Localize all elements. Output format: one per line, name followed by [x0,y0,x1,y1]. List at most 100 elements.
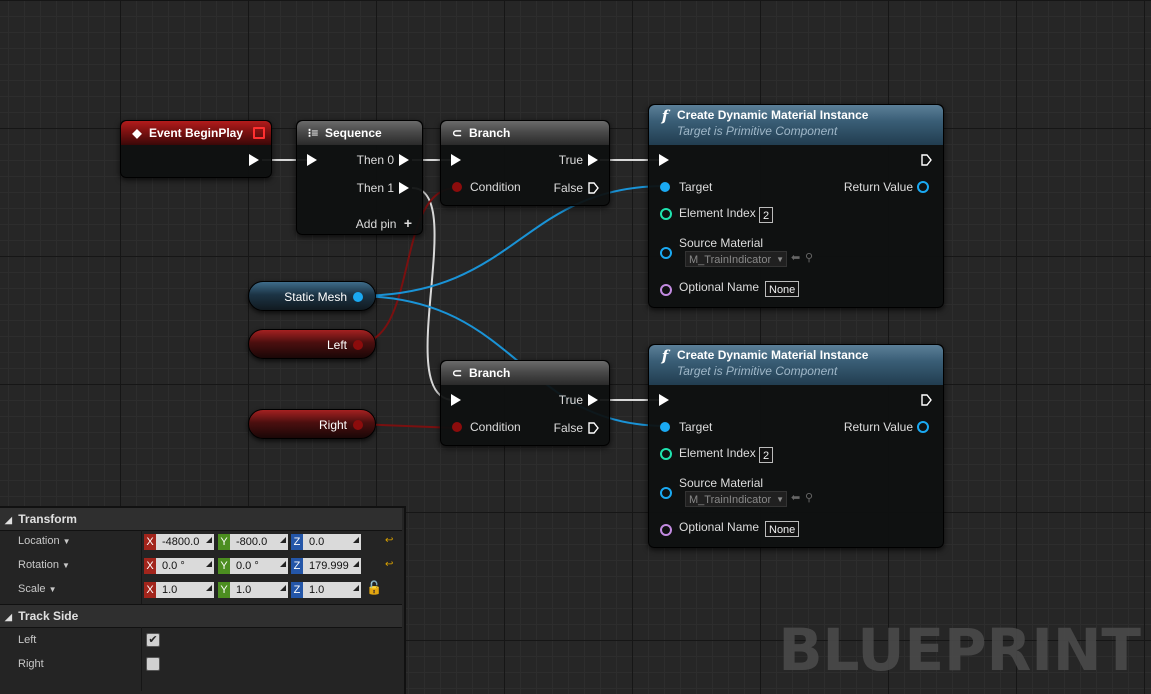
rotation-label[interactable]: Rotation ▼ [18,559,70,571]
branch2-false-pin[interactable] [588,422,599,434]
location-z-axis: Z [291,534,303,550]
right-property-label: Right [18,658,44,670]
cdmi2-element-index-pin[interactable] [660,448,672,460]
event-beginplay-node[interactable]: ◆ Event BeginPlay [120,120,272,178]
rotation-z-field[interactable]: 179.999 [303,558,361,574]
rotation-y-value: 0.0 ° [236,560,259,572]
column-divider [141,627,142,691]
cdmi2-target-pin[interactable] [660,422,670,432]
rotation-y-field[interactable]: 0.0 ° [230,558,288,574]
rotation-x-field[interactable]: 0.0 ° [156,558,214,574]
left-property-label: Left [18,634,37,646]
sequence-then0-pin[interactable] [399,154,409,166]
static-mesh-out-pin[interactable] [353,292,363,302]
sequence-exec-in-pin[interactable] [307,154,317,166]
delegate-pin-icon[interactable] [253,127,265,139]
browse-search-icon[interactable]: ⚲ [805,252,814,264]
cdmi1-source-material-dropdown[interactable]: M_TrainIndicator ▼ [685,251,787,267]
location-x-field[interactable]: -4800.0 [156,534,214,550]
cdmi2-source-material-pin[interactable] [660,487,672,499]
cdmi1-return-pin[interactable] [917,181,929,193]
drag-corner-icon [353,585,359,591]
location-label-text: Location [18,535,60,547]
rotation-reset-icon[interactable]: ↩ [385,559,394,570]
drag-corner-icon [280,537,286,543]
rotation-z-value: 179.999 [309,560,349,572]
branch1-condition-label: Condition [470,180,521,194]
branch2-condition-pin[interactable] [452,422,462,432]
sequence-then1-label: Then 1 [356,181,394,195]
branch-node-1[interactable]: ⊂ Branch True Condition False [440,120,610,206]
sequence-title: Sequence [325,126,382,140]
scale-y-field[interactable]: 1.0 [230,582,288,598]
branch1-exec-in-pin[interactable] [451,154,461,166]
cdmi2-exec-in-pin[interactable] [659,394,669,406]
collapse-triangle-icon: ◢ [5,515,12,525]
right-variable-node[interactable]: Right [248,409,376,439]
scale-z-field[interactable]: 1.0 [303,582,361,598]
right-out-pin[interactable] [353,420,363,430]
cdmi1-element-index-field[interactable]: 2 [759,207,774,223]
left-checkbox[interactable]: ✔ [146,633,160,647]
location-reset-icon[interactable]: ↩ [385,535,394,546]
left-variable-node[interactable]: Left [248,329,376,359]
use-selected-arrow-icon[interactable]: ⬅ [791,492,801,504]
branch1-true-label: True [558,153,583,167]
drag-corner-icon [280,585,286,591]
sequence-then0-label: Then 0 [356,153,394,167]
static-mesh-variable-node[interactable]: Static Mesh [248,281,376,311]
location-z-field[interactable]: 0.0 [303,534,361,550]
cdmi1-element-index-pin[interactable] [660,208,672,220]
scale-x-field[interactable]: 1.0 [156,582,214,598]
track-side-category-header[interactable]: ◢ Track Side [0,604,402,628]
branch2-exec-in-pin[interactable] [451,394,461,406]
cdmi1-exec-out-pin[interactable] [921,154,932,166]
checkmark-icon: ✔ [148,634,158,646]
create-dynamic-material-instance-node-2[interactable]: f Create Dynamic Material Instance Targe… [648,344,944,548]
scale-label[interactable]: Scale ▼ [18,583,57,595]
branch1-false-pin[interactable] [588,182,599,194]
cdmi2-source-material-dropdown[interactable]: M_TrainIndicator ▼ [685,491,787,507]
create-dynamic-material-instance-node-1[interactable]: f Create Dynamic Material Instance Targe… [648,104,944,308]
left-variable-label: Left [326,338,347,352]
cdmi2-source-material-label: Source Material [679,476,764,490]
cdmi1-source-material-pin[interactable] [660,247,672,259]
location-label[interactable]: Location ▼ [18,535,71,547]
cdmi1-title: Create Dynamic Material Instance [677,108,869,122]
cdmi2-exec-out-pin[interactable] [921,394,932,406]
lock-icon[interactable]: 🔓 [366,580,383,595]
sequence-then1-pin[interactable] [399,182,409,194]
branch2-true-label: True [558,393,583,407]
right-variable-label: Right [318,418,347,432]
cdmi1-header: f Create Dynamic Material Instance Targe… [649,105,943,145]
begin-exec-out-pin[interactable] [249,154,259,166]
use-selected-arrow-icon[interactable]: ⬅ [791,252,801,264]
sequence-add-pin-button[interactable]: Add pin + [356,215,412,231]
branch1-true-pin[interactable] [588,154,598,166]
transform-category-header[interactable]: ◢ Transform [0,508,402,531]
scale-x-value: 1.0 [162,584,178,596]
cdmi1-optional-name-field[interactable]: None [765,281,800,297]
cdmi1-target-pin[interactable] [660,182,670,192]
sequence-node[interactable]: ⁝≡ Sequence Then 0 Then 1 Add pin + [296,120,423,235]
branch1-false-label: False [553,181,583,195]
event-beginplay-title: Event BeginPlay [149,126,244,140]
branch1-condition-pin[interactable] [452,182,462,192]
branch2-true-pin[interactable] [588,394,598,406]
right-checkbox[interactable] [146,657,160,671]
location-y-field[interactable]: -800.0 [230,534,288,550]
cdmi2-element-index-field[interactable]: 2 [759,447,774,463]
browse-search-icon[interactable]: ⚲ [805,492,814,504]
static-mesh-variable-label: Static Mesh [284,290,347,304]
cdmi2-optional-name-field[interactable]: None [765,521,800,537]
cdmi2-optional-name-pin[interactable] [660,524,672,536]
cdmi2-element-index-label: Element Index [679,446,756,460]
left-out-pin[interactable] [353,340,363,350]
cdmi2-return-pin[interactable] [917,421,929,433]
sequence-add-pin-label: Add pin [355,217,397,231]
cdmi1-exec-in-pin[interactable] [659,154,669,166]
branch-node-2[interactable]: ⊂ Branch True Condition False [440,360,610,446]
cdmi1-optional-name-pin[interactable] [660,284,672,296]
drag-corner-icon [206,561,212,567]
cdmi2-title: Create Dynamic Material Instance [677,348,869,362]
